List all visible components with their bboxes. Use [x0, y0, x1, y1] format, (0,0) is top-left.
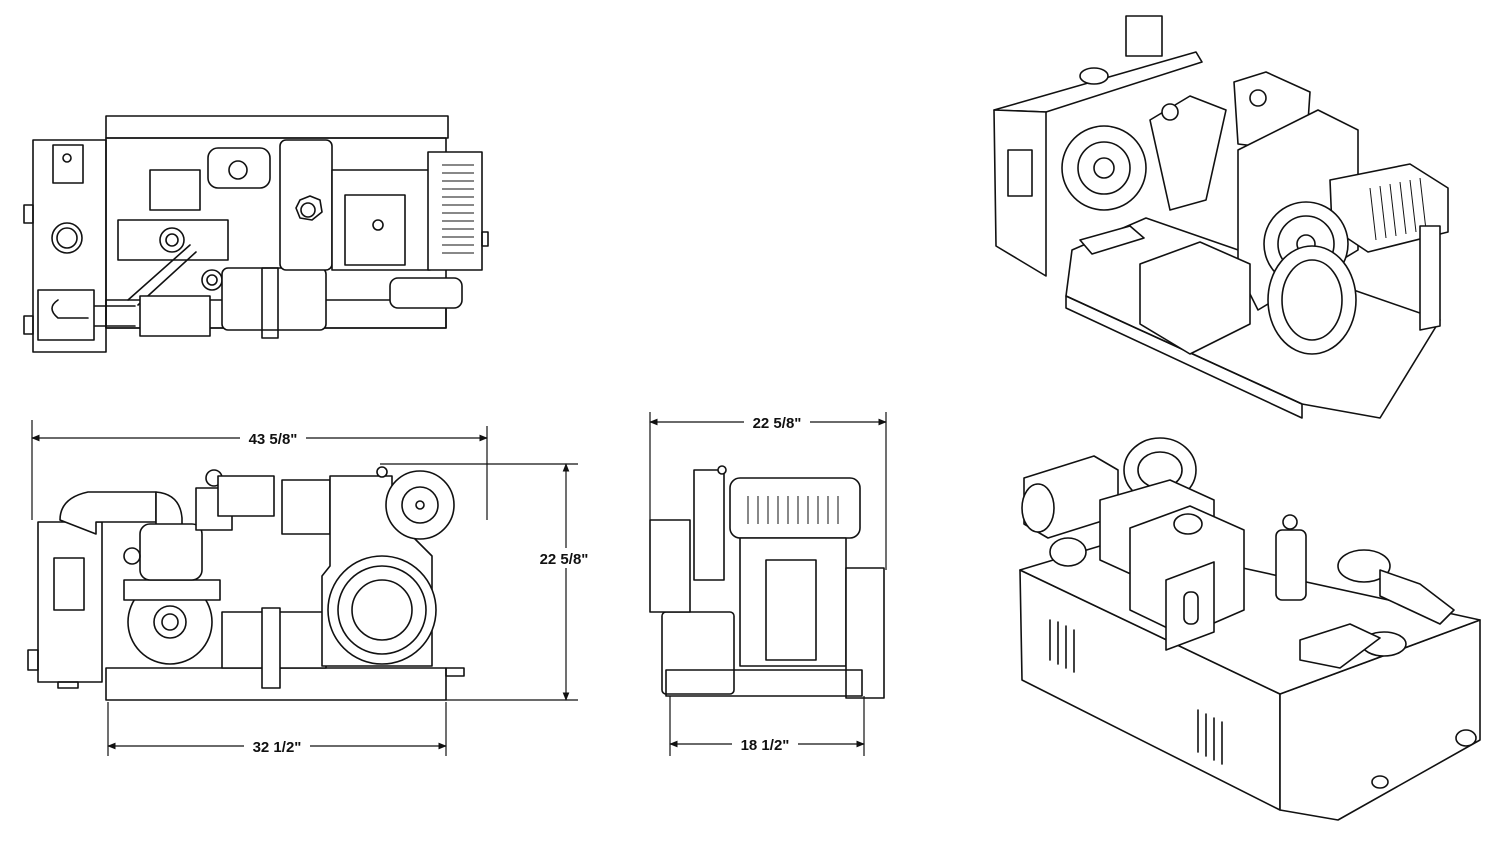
dim-bg: [530, 548, 600, 568]
cooling-fins-side: [747, 496, 839, 524]
dim-width-top: 22 5/8": [753, 415, 802, 432]
dim-width-base: 18 1/2": [741, 737, 790, 754]
front-view: [27, 466, 465, 701]
cooling-fins-iso-rear: [1369, 177, 1427, 241]
isometric-view-rear: [993, 15, 1449, 419]
dim-base-length: 32 1/2": [253, 739, 302, 756]
dim-bg: [244, 736, 310, 756]
vent-slots: [1049, 619, 1223, 765]
side-view: [649, 465, 885, 699]
isometric-view-front: [1019, 437, 1481, 821]
dim-overall-length: 43 5/8": [249, 431, 298, 448]
dim-height: 22 5/8": [540, 551, 589, 568]
top-view: [23, 115, 489, 353]
dim-bg: [744, 412, 810, 432]
dim-bg: [732, 734, 798, 754]
dim-bg: [240, 428, 306, 448]
cooling-fins-top: [442, 164, 474, 254]
